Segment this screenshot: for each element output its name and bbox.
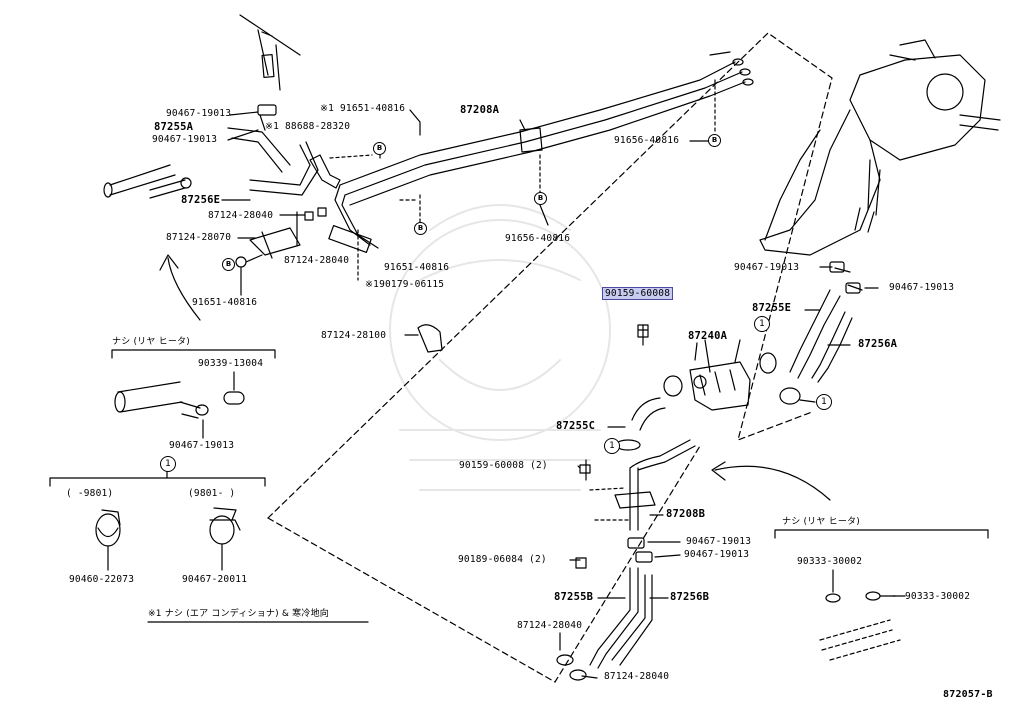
callout-circle-1: 1 bbox=[816, 394, 832, 410]
callout-circle-1: 1 bbox=[604, 438, 620, 454]
clamp-90460-22073 bbox=[97, 509, 121, 538]
label-87124-28070: 87124-28070 bbox=[166, 232, 232, 243]
label-91651-40816-b: 91651-40816 bbox=[192, 297, 258, 308]
label-87255B: 87255B bbox=[554, 591, 594, 603]
top-pipe bbox=[239, 14, 301, 91]
label-87256A: 87256A bbox=[858, 338, 898, 350]
note-no-rear-heater-right: ナシ (リヤ ヒータ) bbox=[782, 517, 860, 527]
hose-87255B bbox=[589, 567, 639, 669]
label-91656-40816-b: 91656-40816 bbox=[505, 233, 571, 244]
heater-unit bbox=[849, 54, 986, 161]
label-87256E: 87256E bbox=[181, 194, 221, 206]
note-no-rear-heater-left: ナシ (リヤ ヒータ) bbox=[112, 337, 190, 347]
label-87256B: 87256B bbox=[670, 591, 710, 603]
dashed-enclosure bbox=[267, 32, 833, 519]
valve-87240A bbox=[689, 361, 751, 411]
label-90159-60008-highlighted[interactable]: 90159-60008 bbox=[602, 287, 674, 300]
label-90467-19013-d: 90467-19013 bbox=[889, 282, 955, 293]
label-91656-40816-a: 91656-40816 bbox=[614, 135, 680, 146]
label-90460-22073: 90460-22073 bbox=[69, 574, 135, 585]
b-marker: B bbox=[222, 258, 235, 271]
clip-87124-28100 bbox=[417, 324, 443, 353]
label-90333-30002-a: 90333-30002 bbox=[797, 556, 863, 567]
label-90467-19013-c: 90467-19013 bbox=[734, 262, 800, 273]
label-87208B: 87208B bbox=[666, 508, 706, 520]
label-91651-40816-c: 91651-40816 bbox=[384, 262, 450, 273]
label-90189-06084: 90189-06084 (2) bbox=[458, 554, 547, 565]
label-90467-19013-g: 90467-19013 bbox=[169, 440, 235, 451]
hose-87256B bbox=[611, 574, 653, 666]
footnote: ※1 ナシ (エア コンディショナ) & 寒冷地向 bbox=[148, 609, 329, 619]
label-87255A: 87255A bbox=[154, 121, 194, 133]
hose-87256E bbox=[249, 141, 319, 196]
label-190179-06115: ※190179-06115 bbox=[365, 279, 445, 290]
b-marker: B bbox=[373, 142, 386, 155]
label-87240A: 87240A bbox=[688, 330, 728, 342]
hose-87255A bbox=[227, 127, 291, 173]
b-marker: B bbox=[534, 192, 547, 205]
range-after-9801: (9801- ) bbox=[188, 488, 236, 499]
label-90467-19013-a: 90467-19013 bbox=[166, 108, 232, 119]
range-before-9801: ( -9801) bbox=[66, 488, 114, 499]
clamp-87124-28070 bbox=[249, 227, 301, 259]
label-90333-30002-b: 90333-30002 bbox=[905, 591, 971, 602]
label-90339-13004: 90339-13004 bbox=[198, 358, 264, 369]
callout-circle-1: 1 bbox=[160, 456, 176, 472]
label-90467-19013-e: 90467-19013 bbox=[686, 536, 752, 547]
label-87255E: 87255E bbox=[752, 302, 792, 314]
callout-circle-1: 1 bbox=[754, 316, 770, 332]
label-87124-28040-a: 87124-28040 bbox=[208, 210, 274, 221]
b-marker: B bbox=[708, 134, 721, 147]
label-90467-19013-f: 90467-19013 bbox=[684, 549, 750, 560]
diagram-id: 872057-B bbox=[943, 689, 993, 700]
b-marker: B bbox=[414, 222, 427, 235]
label-87255C: 87255C bbox=[556, 420, 596, 432]
label-87124-28040-c: 87124-28040 bbox=[517, 620, 583, 631]
label-87124-28040-b: 87124-28040 bbox=[284, 255, 350, 266]
label-90467-19013-b: 90467-19013 bbox=[152, 134, 218, 145]
pipes-87208B bbox=[629, 439, 696, 531]
hose-87255E bbox=[789, 289, 841, 379]
pipes-87208A bbox=[339, 61, 746, 206]
label-87124-28040-d: 87124-28040 bbox=[604, 671, 670, 682]
label-91651-40816-a: ※1 91651-40816 bbox=[320, 103, 406, 114]
watermark bbox=[389, 204, 611, 491]
label-90159-60008-2: 90159-60008 (2) bbox=[459, 460, 548, 471]
label-90467-20011: 90467-20011 bbox=[182, 574, 248, 585]
hose-87255C bbox=[631, 397, 666, 431]
hose-87256A bbox=[811, 311, 853, 383]
label-87124-28100: 87124-28100 bbox=[321, 330, 387, 341]
label-88688-28320: ※1 88688-28320 bbox=[265, 121, 351, 132]
label-87208A: 87208A bbox=[460, 104, 500, 116]
